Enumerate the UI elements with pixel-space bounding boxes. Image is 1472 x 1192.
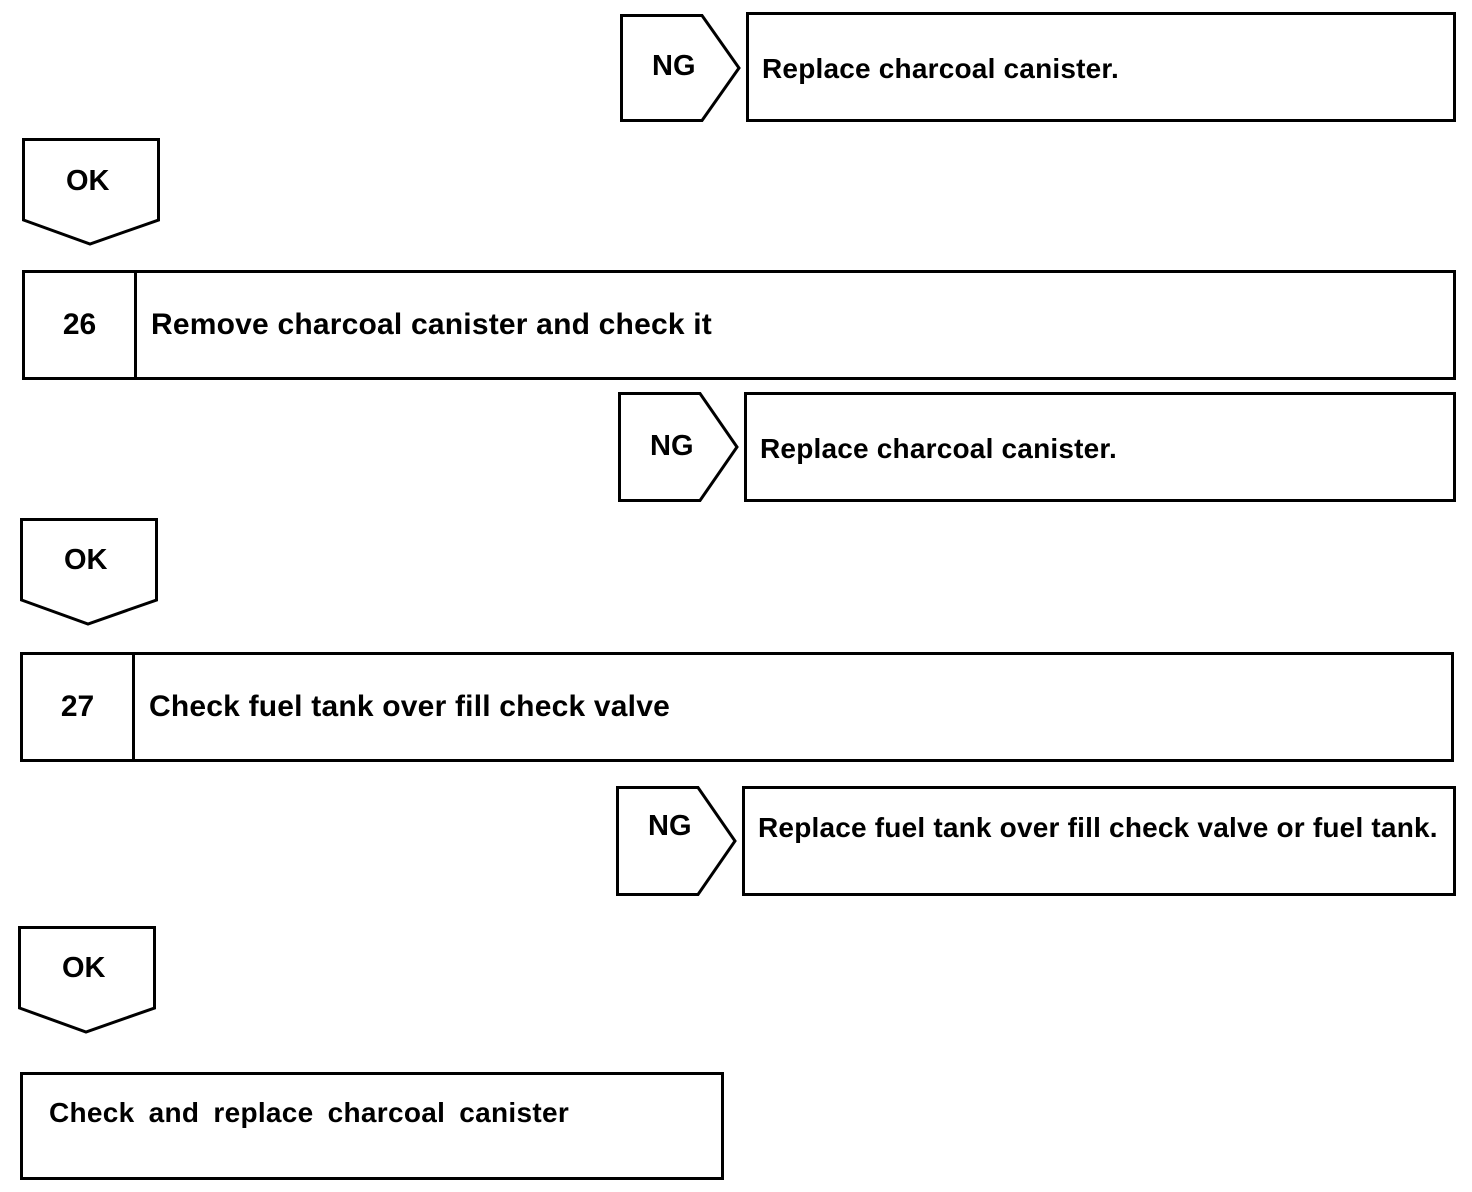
ng-arrow: NG <box>620 14 742 122</box>
step-title: Check fuel tank over fill check valve <box>149 690 670 723</box>
step-number: 26 <box>25 273 137 377</box>
ng-result-box: Replace charcoal canister. <box>744 392 1456 502</box>
ok-arrow-shape <box>18 926 156 1034</box>
ok-arrow-shape <box>22 138 160 246</box>
ng-result-box: Replace fuel tank over fill check valve … <box>742 786 1456 896</box>
ng-arrow-shape <box>618 392 739 502</box>
ng-label: NG <box>648 810 692 842</box>
ng-arrow-shape <box>620 14 741 122</box>
ok-label: OK <box>64 544 108 576</box>
ng-arrow-shape <box>616 786 737 896</box>
ng-result-text: Replace charcoal canister. <box>760 433 1117 464</box>
ok-arrow: OK <box>18 926 158 1036</box>
ng-label: NG <box>652 50 696 82</box>
ok-arrow: OK <box>20 518 160 628</box>
step-number: 27 <box>23 655 135 759</box>
ng-result-box: Replace charcoal canister. <box>746 12 1456 122</box>
ok-label: OK <box>62 952 106 984</box>
step-box: 26 Remove charcoal canister and check it <box>22 270 1456 380</box>
ng-label: NG <box>650 430 694 462</box>
ng-arrow: NG <box>616 786 738 896</box>
final-action-text: Check and replace charcoal canister <box>49 1097 570 1128</box>
ok-label: OK <box>66 165 110 197</box>
ok-arrow: OK <box>22 138 162 248</box>
final-action-box: Check and replace charcoal canister <box>20 1072 724 1180</box>
ng-result-text: Replace fuel tank over fill check valve … <box>758 812 1438 843</box>
step-box: 27 Check fuel tank over fill check valve <box>20 652 1454 762</box>
ok-arrow-shape <box>20 518 158 626</box>
ng-result-text: Replace charcoal canister. <box>762 53 1119 84</box>
step-title: Remove charcoal canister and check it <box>151 308 712 341</box>
ng-arrow: NG <box>618 392 740 502</box>
